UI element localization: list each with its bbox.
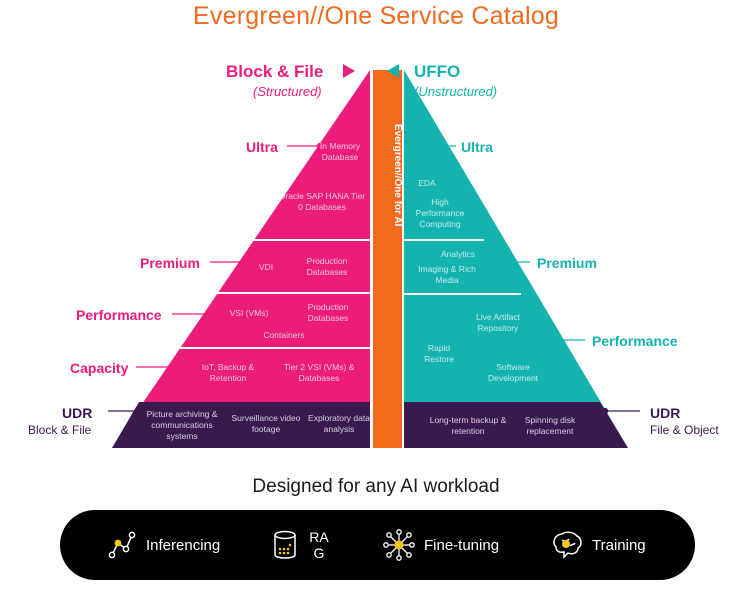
right-performance-cell-3: Software Development — [487, 362, 539, 383]
left-udr-title: UDR — [62, 405, 93, 421]
left-udr-cell-2: Surveillance video footage — [231, 413, 301, 434]
right-premium-cell-2: Imaging & Rich Media — [418, 264, 476, 285]
left-level-ultra: Ultra — [246, 139, 278, 155]
left-udr-cell-1: Picture archiving & communications syste… — [146, 409, 218, 441]
page-title: Evergreen//One Service Catalog — [193, 2, 559, 30]
left-ultra-cell-2: Oracle SAP HANA Tier 0 Databases — [278, 191, 366, 212]
left-pyramid-half — [112, 70, 370, 448]
center-bar — [373, 70, 402, 448]
center-bar-label: Evergreen//One for AI — [392, 123, 403, 227]
right-header-subtitle: (Unstructured) — [414, 84, 498, 99]
designed-for-heading: Designed for any AI workload — [252, 476, 500, 497]
left-level-performance: Performance — [76, 307, 162, 323]
workload-label-rag: RA G — [309, 529, 329, 561]
right-udr-cell-1: Long-term backup & retention — [429, 415, 507, 436]
left-performance-cell-2: Production Databases — [307, 302, 349, 323]
workload-label-inferencing: Inferencing — [146, 536, 221, 554]
right-udr-title: UDR — [650, 405, 681, 421]
left-performance-cell-3: Containers — [263, 330, 305, 340]
left-connectors — [136, 142, 324, 371]
workload-label-training: Training — [592, 536, 646, 554]
right-ultra-cell-1: EDA — [418, 178, 436, 188]
right-udr-connector — [601, 407, 640, 415]
left-performance-cell-1: VSI (VMs) — [229, 308, 269, 318]
right-ultra-cell-2: High Performance Computing — [415, 197, 465, 229]
workload-bar: Inferencing RA G — [60, 510, 695, 580]
left-header-subtitle: (Structured) — [253, 84, 322, 99]
left-capacity-cell-2: Tier 2 VSI (VMs) & Databases — [283, 362, 355, 383]
workload-fine-tuning: Fine-tuning — [382, 510, 499, 580]
left-arrow-icon — [343, 64, 355, 78]
right-level-ultra: Ultra — [461, 139, 493, 155]
left-header-title: Block & File — [226, 62, 324, 81]
left-ultra-cell-1: In Memory Database — [319, 141, 361, 162]
right-pyramid-half — [404, 70, 628, 448]
left-level-capacity: Capacity — [70, 360, 129, 376]
right-udr-cell-2: Spinning disk replacement — [524, 415, 576, 436]
workload-inferencing: Inferencing — [106, 510, 220, 580]
training-icon — [553, 531, 582, 559]
right-premium-cell-1: Analytics — [440, 249, 475, 259]
left-capacity-cell-1: IoT, Backup & Retention — [201, 362, 255, 383]
left-premium-cell-2: Production Databases — [306, 256, 348, 277]
workload-rag: RA G — [270, 510, 330, 580]
left-udr-connector — [108, 407, 144, 415]
left-udr-band — [112, 402, 370, 448]
left-udr-cell-3: Exploratory data analysis — [308, 413, 370, 434]
right-header-title: UFFO — [414, 62, 461, 81]
workload-training: Training — [550, 510, 646, 580]
right-performance-cell-1: Live Artifact Repository — [476, 312, 520, 333]
right-connectors — [424, 142, 585, 344]
left-udr-subtitle: Block & File — [28, 423, 92, 437]
inferencing-icon — [108, 531, 136, 559]
right-udr-band — [404, 402, 628, 448]
workload-label-fine-tuning: Fine-tuning — [424, 536, 500, 554]
left-premium-cell-1: VDI — [258, 262, 274, 272]
right-arrow-icon — [387, 64, 399, 78]
left-level-premium: Premium — [140, 255, 200, 271]
right-udr-subtitle: File & Object — [650, 423, 719, 437]
tier-separators — [168, 239, 521, 349]
fine-tuning-icon — [383, 529, 415, 561]
right-performance-cell-2: Rapid Restore — [424, 343, 454, 364]
rag-icon — [274, 530, 296, 559]
right-level-performance: Performance — [592, 333, 678, 349]
right-level-premium: Premium — [537, 255, 597, 271]
